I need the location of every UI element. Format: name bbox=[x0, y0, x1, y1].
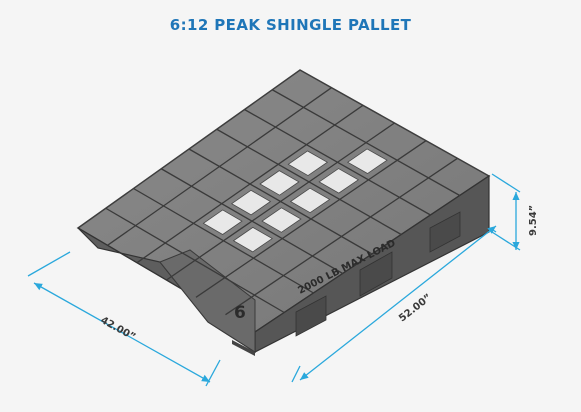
dimension-lines bbox=[27, 173, 521, 387]
open-slot bbox=[230, 189, 272, 216]
dimension-label-height: 9.54” bbox=[528, 205, 539, 236]
open-slot bbox=[287, 150, 329, 177]
embossed-pitch-number: 6 bbox=[234, 303, 246, 323]
extension-line-right-bottom bbox=[291, 365, 301, 383]
pallet-foot-left bbox=[232, 340, 255, 356]
grid-rib bbox=[195, 140, 427, 298]
extension-line-left-top bbox=[27, 251, 71, 277]
open-slot bbox=[232, 226, 273, 253]
pallet-body bbox=[76, 69, 491, 356]
open-slot bbox=[289, 187, 331, 214]
page-title: 6:12 PEAK SHINGLE PALLET bbox=[169, 16, 412, 34]
open-slot bbox=[202, 209, 243, 235]
pallet-open-slots bbox=[202, 148, 388, 253]
grid-rib bbox=[107, 87, 332, 246]
open-slot bbox=[346, 148, 388, 175]
grid-rib bbox=[166, 122, 395, 281]
dimension-arrow-width bbox=[33, 282, 211, 383]
dimension-arrow-length bbox=[299, 225, 497, 381]
dimension-label-length: 52.00” bbox=[397, 292, 434, 324]
extension-line-left-bottom bbox=[205, 359, 221, 387]
open-slot bbox=[259, 170, 300, 196]
open-slot bbox=[261, 207, 302, 233]
pallet-grid-ribs bbox=[105, 87, 461, 316]
open-slot bbox=[318, 168, 360, 194]
grid-rib bbox=[136, 104, 364, 264]
extension-line-height-top bbox=[491, 173, 521, 193]
dimension-label-width: 42.00” bbox=[99, 315, 138, 343]
